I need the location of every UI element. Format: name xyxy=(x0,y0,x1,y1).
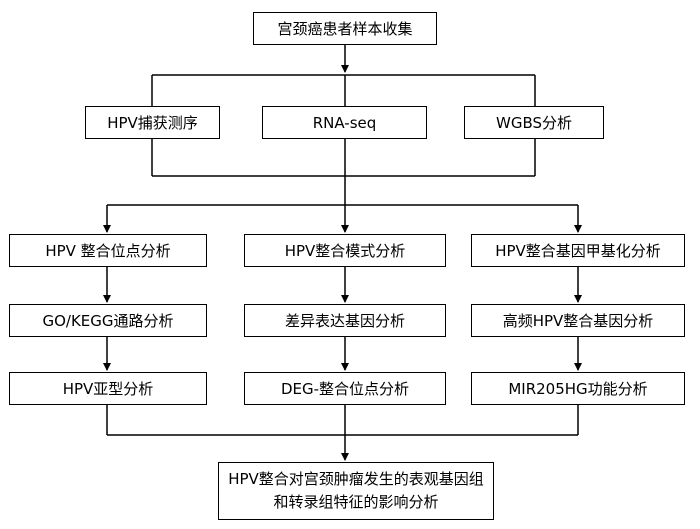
go-kegg-box: GO/KEGG通路分析 xyxy=(9,304,207,337)
high-freq-box: 高频HPV整合基因分析 xyxy=(471,304,685,337)
mir205-box: MIR205HG功能分析 xyxy=(471,372,685,405)
subtype-box: HPV亚型分析 xyxy=(9,372,207,405)
deg-box: 差异表达基因分析 xyxy=(244,304,446,337)
final-analysis-box: HPV整合对宫颈肿瘤发生的表观基因组和转录组特征的影响分析 xyxy=(218,462,494,520)
hpv-capture-box: HPV捕获测序 xyxy=(85,106,220,139)
deg-site-box: DEG-整合位点分析 xyxy=(244,372,446,405)
rna-seq-box: RNA-seq xyxy=(262,106,427,139)
mode-analysis-box: HPV整合模式分析 xyxy=(244,234,446,267)
wgbs-box: WGBS分析 xyxy=(464,106,604,139)
collect-box: 宫颈癌患者样本收集 xyxy=(253,12,437,45)
site-analysis-box: HPV 整合位点分析 xyxy=(9,234,207,267)
methylation-box: HPV整合基因甲基化分析 xyxy=(471,234,685,267)
